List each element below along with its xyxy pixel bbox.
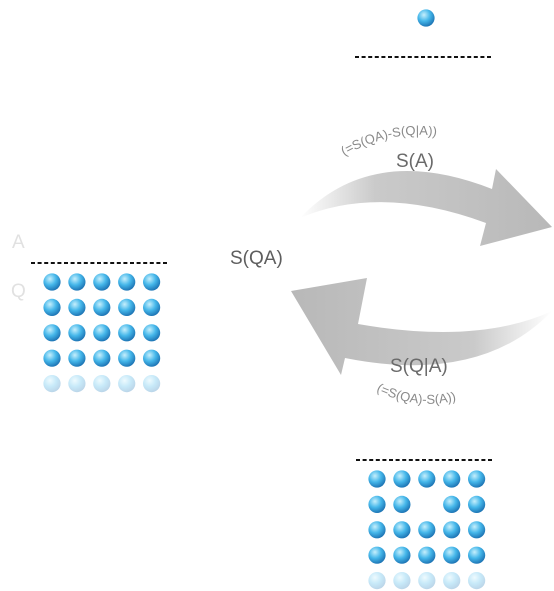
ball — [93, 324, 111, 342]
ball — [143, 273, 161, 291]
ball — [418, 521, 436, 539]
ball — [393, 495, 411, 513]
ball — [393, 546, 411, 564]
faded-ball — [118, 375, 136, 393]
ball — [368, 546, 386, 564]
ball — [68, 273, 86, 291]
left-ball-grid — [43, 273, 161, 393]
faded-ball — [368, 572, 386, 590]
ball — [443, 495, 461, 513]
ball — [43, 273, 61, 291]
ball — [93, 298, 111, 316]
faded-ball — [443, 572, 461, 590]
ball — [93, 349, 111, 367]
ball — [368, 521, 386, 539]
ball — [68, 298, 86, 316]
ball — [68, 349, 86, 367]
label-s-q-given-a-formula-text: (=S(QA)-S(A)) — [375, 380, 457, 407]
ball — [93, 273, 111, 291]
ball — [68, 324, 86, 342]
faded-ball — [468, 572, 486, 590]
label-s-q-given-a: S(Q|A) — [390, 356, 448, 377]
faded-ball — [93, 375, 111, 393]
bottom-curved-arrow — [291, 278, 552, 375]
ball — [393, 470, 411, 488]
ball — [43, 324, 61, 342]
ball — [468, 546, 486, 564]
label-s-q-given-a-formula: (=S(QA)-S(A)) — [375, 380, 457, 407]
ball — [143, 349, 161, 367]
label-s-qa: S(QA) — [230, 248, 283, 269]
ball — [368, 495, 386, 513]
label-a: A — [12, 232, 25, 253]
ball — [118, 298, 136, 316]
ball — [468, 495, 486, 513]
label-q: Q — [11, 281, 26, 302]
ball — [43, 349, 61, 367]
ball — [143, 324, 161, 342]
ball — [418, 470, 436, 488]
ball — [443, 521, 461, 539]
ball — [468, 470, 486, 488]
ball — [43, 298, 61, 316]
label-s-a: S(A) — [396, 151, 434, 172]
ball — [417, 9, 435, 27]
ball — [118, 349, 136, 367]
faded-ball — [143, 375, 161, 393]
ball — [468, 521, 486, 539]
ball — [118, 273, 136, 291]
faded-ball — [43, 375, 61, 393]
ball — [393, 521, 411, 539]
faded-ball — [393, 572, 411, 590]
ball — [443, 470, 461, 488]
bottom-right-ball-grid — [368, 470, 486, 590]
ball — [118, 324, 136, 342]
ball — [368, 470, 386, 488]
top-curved-arrow — [300, 169, 552, 246]
ball — [418, 546, 436, 564]
top-right-ball — [417, 9, 435, 27]
ball — [143, 298, 161, 316]
faded-ball — [418, 572, 436, 590]
ball — [443, 546, 461, 564]
faded-ball — [68, 375, 86, 393]
